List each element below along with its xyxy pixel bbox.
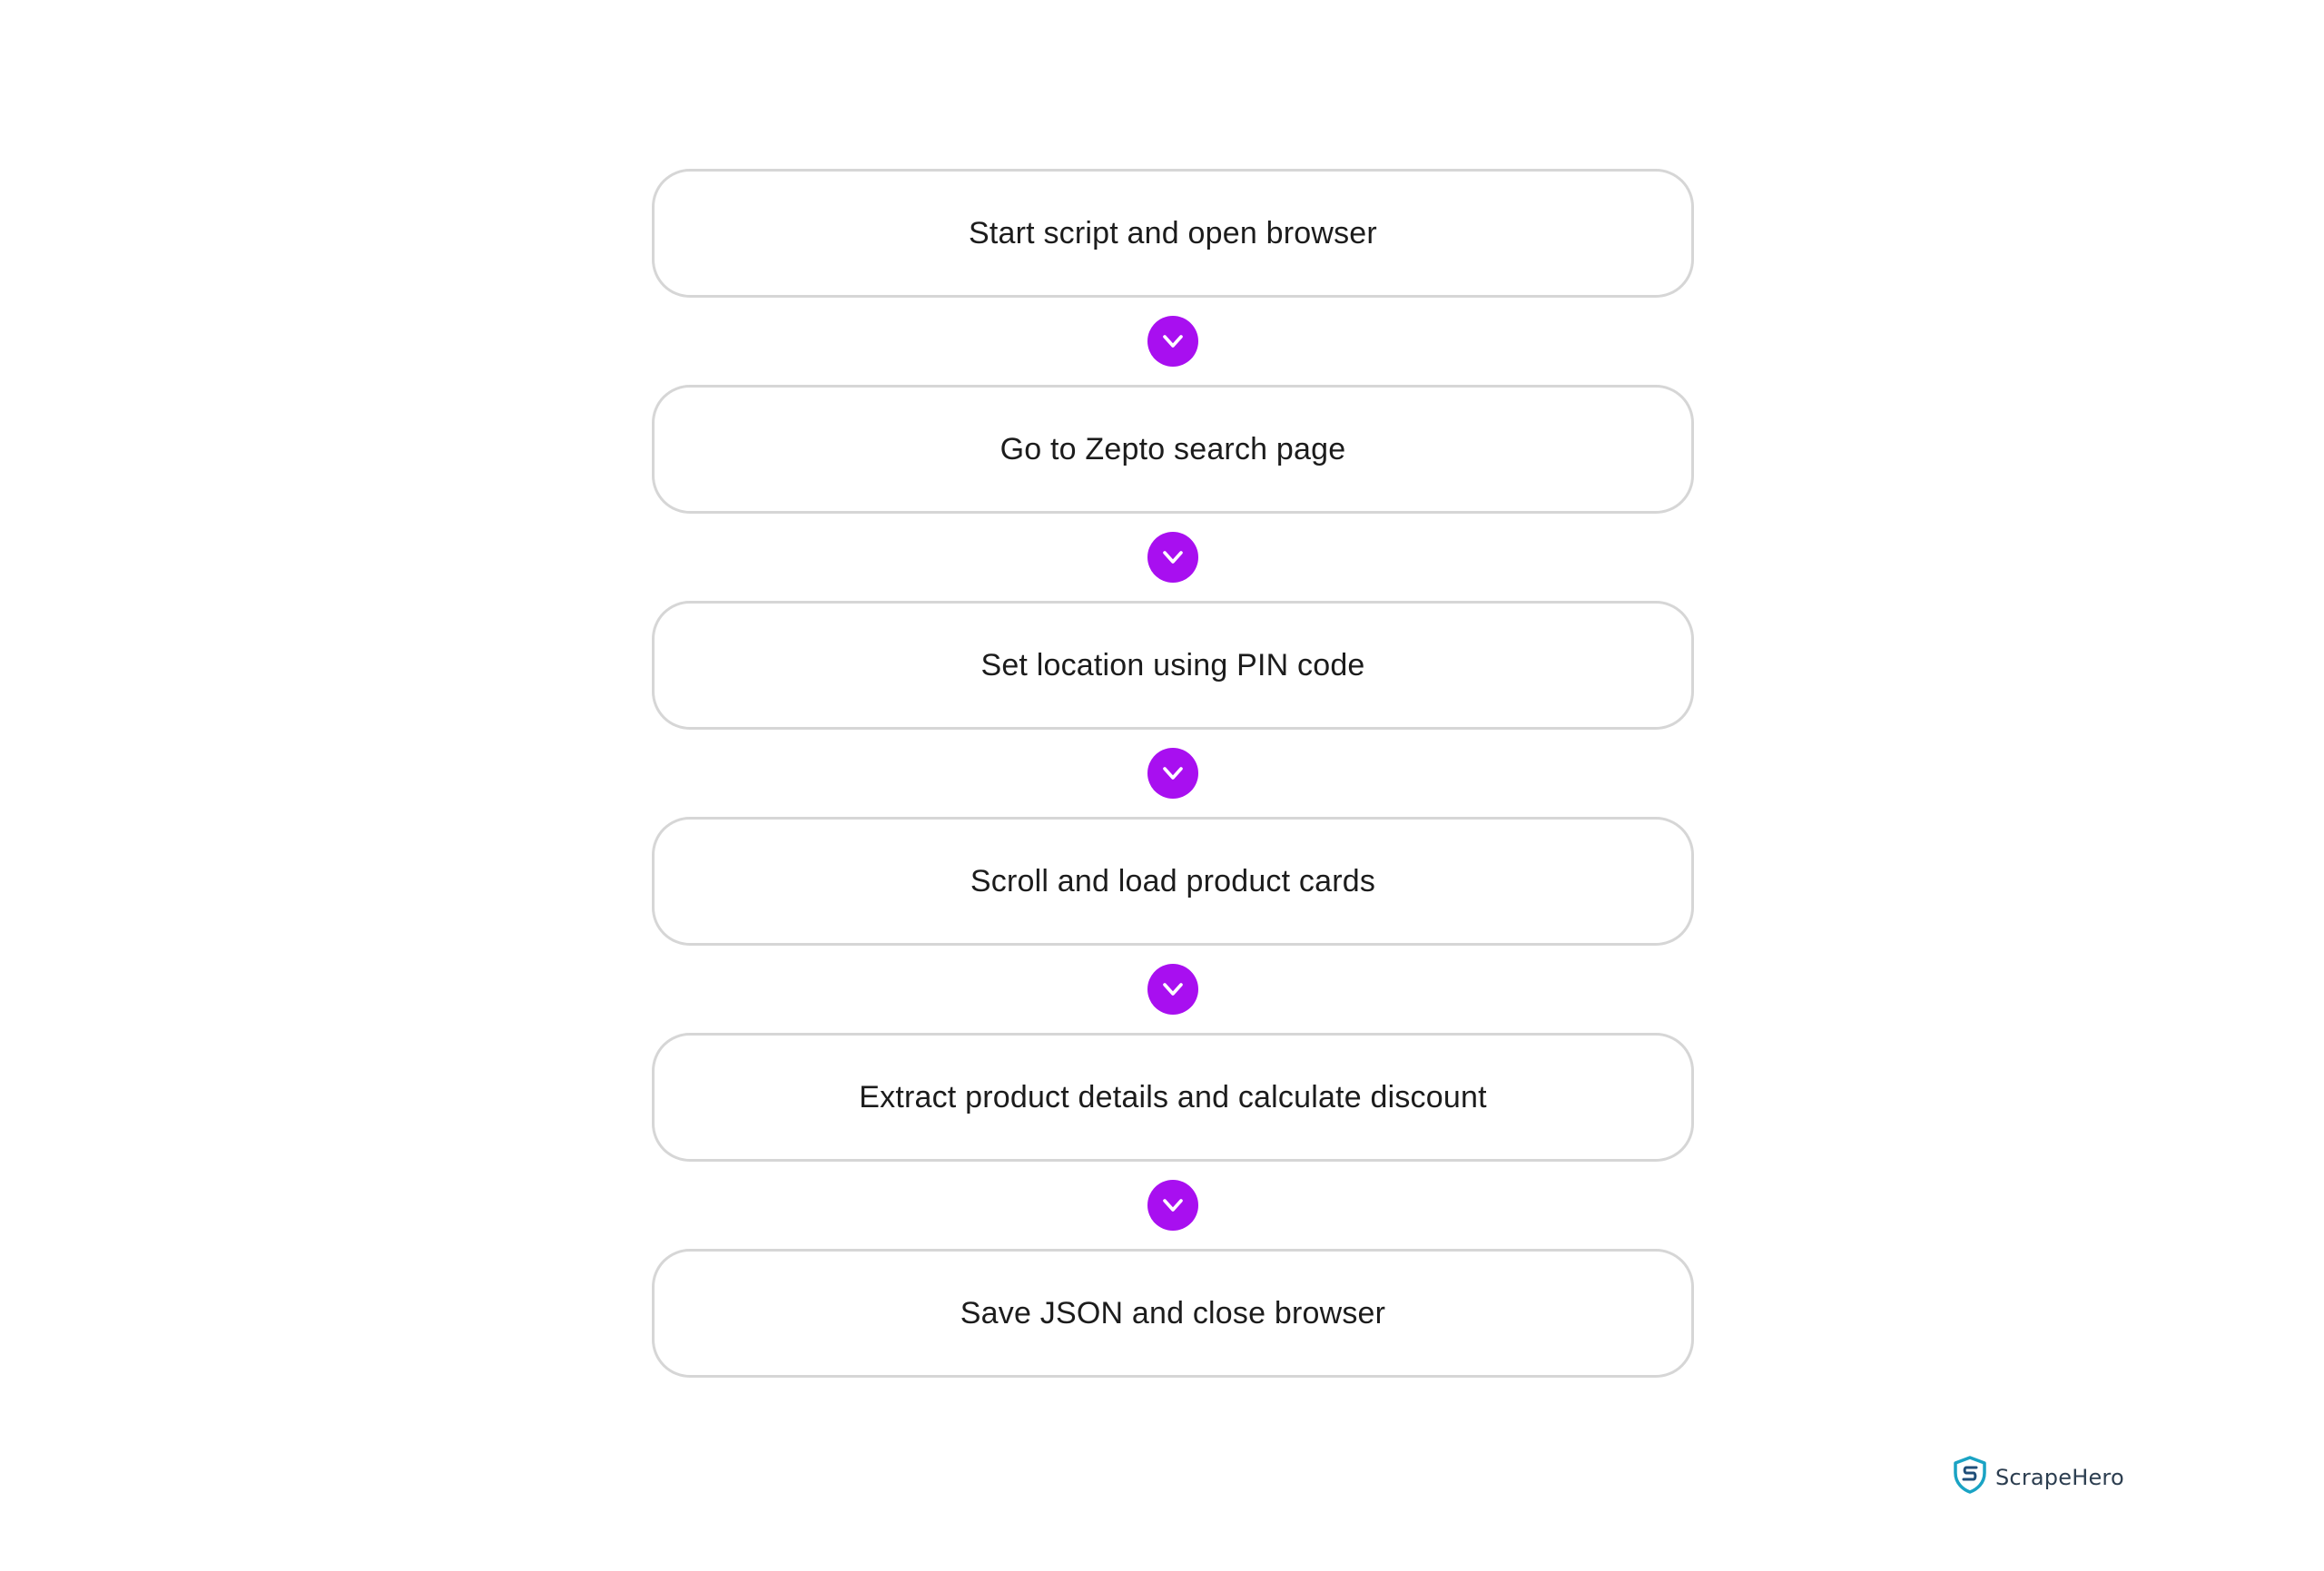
flowchart: Start script and open browser Go to Zept… (652, 169, 1694, 1378)
chevron-down-icon (1147, 316, 1198, 367)
flow-step-save-json: Save JSON and close browser (652, 1249, 1694, 1378)
flow-connector (652, 730, 1694, 817)
flow-connector (652, 946, 1694, 1033)
chevron-down-icon (1147, 1180, 1198, 1231)
flow-connector (652, 298, 1694, 385)
chevron-down-icon (1147, 532, 1198, 583)
flow-step-label: Go to Zepto search page (1000, 431, 1346, 466)
flow-step-label: Start script and open browser (969, 215, 1377, 250)
flow-step-start-script: Start script and open browser (652, 169, 1694, 298)
flow-connector (652, 514, 1694, 601)
shield-s-logo-icon (1952, 1455, 1988, 1499)
flow-step-label: Extract product details and calculate di… (859, 1079, 1487, 1114)
flow-step-scroll-load: Scroll and load product cards (652, 817, 1694, 946)
flow-step-extract-details: Extract product details and calculate di… (652, 1033, 1694, 1162)
flow-step-search-page: Go to Zepto search page (652, 385, 1694, 514)
chevron-down-icon (1147, 748, 1198, 799)
brand-logo: ScrapeHero (1952, 1455, 2124, 1499)
flow-step-set-location: Set location using PIN code (652, 601, 1694, 730)
flow-step-label: Set location using PIN code (980, 647, 1365, 682)
flow-step-label: Scroll and load product cards (970, 863, 1376, 898)
chevron-down-icon (1147, 964, 1198, 1015)
flow-step-label: Save JSON and close browser (960, 1295, 1386, 1330)
flow-connector (652, 1162, 1694, 1249)
brand-name: ScrapeHero (1995, 1464, 2124, 1490)
